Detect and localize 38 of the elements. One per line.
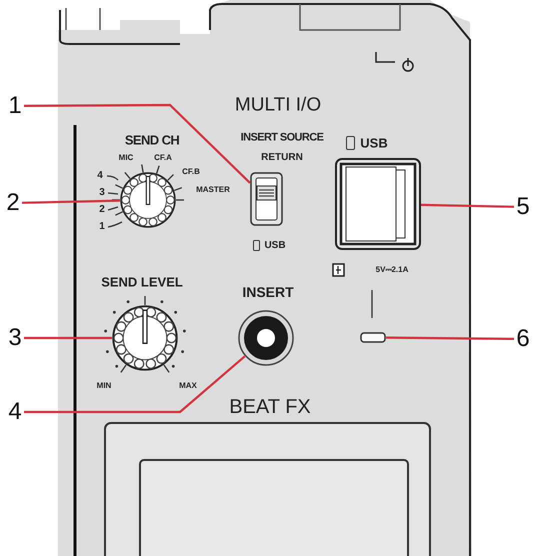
panel-label: MASTER — [196, 186, 230, 194]
usb-port — [335, 158, 421, 250]
leader-line — [386, 336, 514, 340]
panel-label: 3 — [99, 188, 105, 198]
panel-label: MIN — [96, 382, 112, 390]
panel-label: 1 — [99, 222, 105, 232]
panel-label: INSERT — [242, 285, 294, 299]
panel-label: MIC — [118, 154, 134, 162]
leader-line — [24, 355, 246, 414]
callout-number: 1 — [6, 94, 24, 118]
leader-line — [24, 104, 251, 184]
panel-label: INSERT SOURCE — [240, 132, 324, 144]
callout-number: 4 — [6, 400, 24, 424]
panel-label: RETURN — [261, 153, 303, 163]
panel-label: CF.B — [182, 168, 200, 176]
panel-label: 2 — [99, 205, 105, 215]
leader-line — [24, 336, 112, 340]
rotary-knob — [112, 305, 178, 371]
indicator-led — [360, 332, 386, 343]
jack-socket — [238, 310, 294, 366]
slide-switch — [250, 172, 283, 226]
panel-label: USB — [264, 241, 286, 251]
callout-number: 3 — [6, 326, 24, 350]
callout-number: 2 — [4, 191, 22, 215]
callout-number: 6 — [514, 327, 532, 351]
panel-label: USB — [360, 136, 388, 150]
panel-label: MULTI I/O — [234, 96, 322, 114]
callout-number: 5 — [514, 195, 532, 219]
panel-label: SEND CH — [124, 134, 180, 146]
panel-label: CF.A — [154, 154, 172, 162]
leader-line — [420, 204, 514, 208]
rotary-knob — [120, 172, 176, 228]
panel-label: SEND LEVEL — [101, 276, 183, 288]
panel-label: 5V⎓2.1A — [376, 266, 408, 274]
panel-label: 4 — [97, 171, 103, 181]
panel-label: BEAT FX — [229, 397, 311, 417]
leader-line — [22, 200, 120, 204]
panel-label: MAX — [179, 382, 197, 390]
